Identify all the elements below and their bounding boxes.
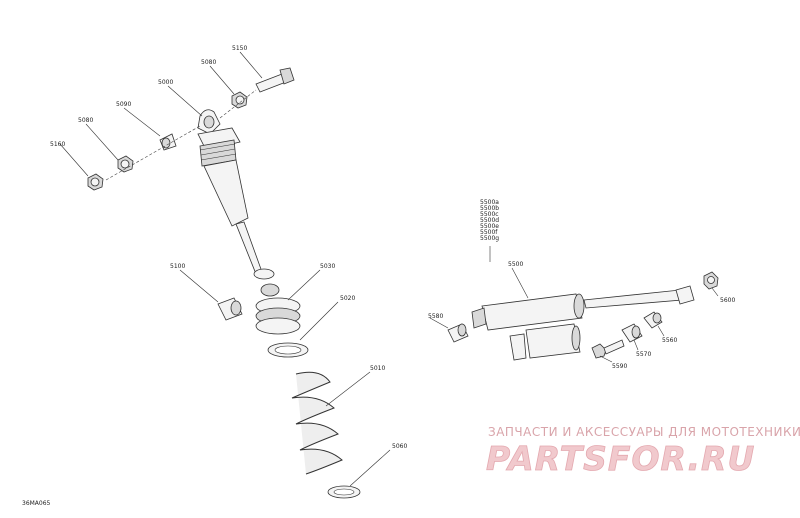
label-5500b: 5500b — [480, 205, 499, 212]
label-5560: 5560 — [662, 337, 677, 344]
bolt-5590 — [591, 339, 625, 359]
ring-5060 — [327, 485, 361, 499]
label-5500d: 5500d — [480, 217, 499, 224]
bump-stop — [253, 268, 280, 297]
front-shock-assembly — [87, 67, 361, 499]
diagram-code: 36MA065 — [22, 500, 51, 507]
spacer-5100 — [217, 297, 243, 321]
nut-5080-top — [231, 91, 248, 109]
watermark-tagline: ЗАПЧАСТИ И АКСЕССУАРЫ ДЛЯ МОТОТЕХНИКИ — [488, 425, 800, 439]
shock-eyelet-top — [197, 109, 221, 135]
spring-5010 — [291, 371, 343, 475]
ring-5020 — [267, 342, 309, 358]
rear-shock-assembly — [447, 271, 719, 361]
watermark-brand: PARTSFOR.RU — [486, 439, 755, 478]
label-5500g: 5500g — [480, 235, 499, 242]
label-5500: 5500 — [508, 261, 523, 268]
spacer-5090 — [159, 133, 177, 151]
label-5020: 5020 — [340, 295, 355, 302]
bushing-5560 — [643, 311, 663, 329]
label-5500f: 5500f — [480, 229, 498, 236]
bushing-5570 — [621, 323, 643, 343]
bushing-5580 — [447, 323, 469, 343]
spring-seat-5030 — [255, 297, 301, 335]
label-5580: 5580 — [428, 313, 443, 320]
bolt-5150 — [255, 67, 295, 93]
label-5500e: 5500e — [480, 223, 499, 230]
label-5160: 5160 — [50, 141, 65, 148]
label-5600: 5600 — [720, 297, 735, 304]
nut-5080-left — [117, 155, 134, 173]
leader-lines — [59, 51, 719, 487]
watermark: ЗАПЧАСТИ И АКСЕССУАРЫ ДЛЯ МОТОТЕХНИКИ PA… — [486, 425, 800, 478]
label-5010: 5010 — [370, 365, 385, 372]
label-5000: 5000 — [158, 79, 173, 86]
label-5500a: 5500a — [480, 199, 499, 206]
shock-body-5000 — [197, 127, 263, 275]
label-5080-top: 5080 — [201, 59, 216, 66]
label-5100: 5100 — [170, 263, 185, 270]
label-5060: 5060 — [392, 443, 407, 450]
nut-5600 — [703, 271, 719, 290]
label-5080-left: 5080 — [78, 117, 93, 124]
label-5150: 5150 — [232, 45, 247, 52]
label-5500c: 5500c — [480, 211, 499, 218]
nut-5160 — [87, 173, 104, 191]
label-5590: 5590 — [612, 363, 627, 370]
label-5030: 5030 — [320, 263, 335, 270]
part-labels: 5150 5080 5000 5090 5080 5160 5100 5030 … — [50, 45, 735, 450]
label-5090: 5090 — [116, 101, 131, 108]
shock-body-5500 — [471, 289, 683, 361]
shock-eyelet-right — [675, 285, 695, 305]
label-5570: 5570 — [636, 351, 651, 358]
